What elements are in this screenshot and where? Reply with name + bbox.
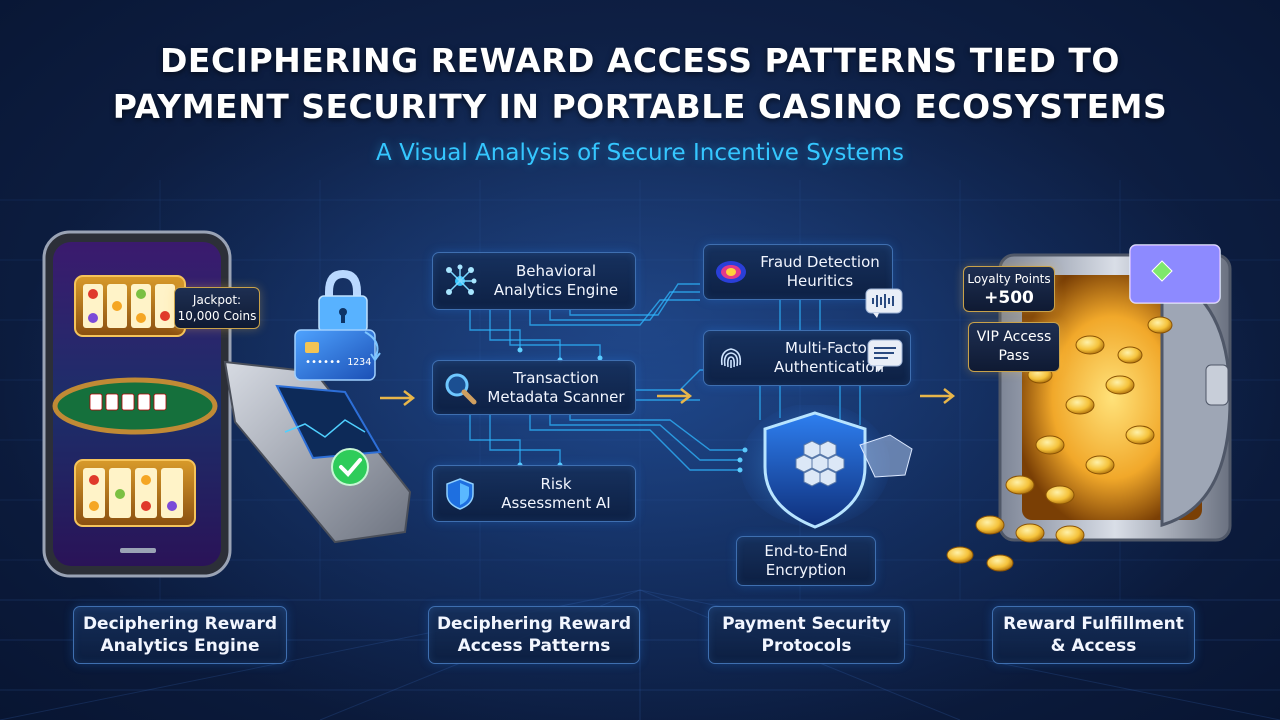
module-encryption: End-to-End Encryption [736,536,876,586]
stage-label-analytics: Deciphering Reward Analytics Engine [73,606,287,664]
payment-terminal-illustration [223,270,412,544]
module-fraud-detection: Fraud Detection Heuritics [703,244,893,300]
stage-label-payment-security: Payment Security Protocols [708,606,905,664]
module-label-line2: Analytics Engine [493,281,619,299]
loyalty-label: Loyalty Points [967,272,1051,286]
vip-label-line2: Pass [998,348,1030,364]
module-risk-assessment: Risk Assessment AI [432,465,636,522]
heatmap-icon [716,261,746,283]
module-label-line1: Multi-Factor [785,339,873,357]
security-shield-icon [740,405,913,529]
stage-label-access-patterns: Deciphering Reward Access Patterns [428,606,640,664]
arrow-right-icon [657,388,693,404]
stage-label-fulfillment: Reward Fulfillment & Access [992,606,1195,664]
module-transaction-scanner: Transaction Metadata Scanner [432,360,636,415]
jackpot-label: Jackpot: [192,293,242,307]
padlock-icon [318,270,368,333]
page-subtitle: A Visual Analysis of Secure Incentive Sy… [376,140,904,166]
shield-icon [446,477,474,510]
jackpot-amount: 10,000 Coins [177,309,257,323]
magnifier-icon [445,373,477,404]
module-label-line2: Heuritics [786,272,854,290]
card-number: •••••• 1234 [305,357,372,368]
page-title-line2: PAYMENT SECURITY IN PORTABLE CASINO ECOS… [112,87,1168,126]
module-label-line1: Behavioral [516,262,596,280]
stage-label-line2: Access Patterns [457,636,611,656]
network-icon [446,264,477,295]
module-label-line2: Encryption [765,561,847,579]
module-label-line2: Metadata Scanner [487,387,625,406]
chat-bubble-icon [867,339,903,372]
stage-label-line2: Analytics Engine [100,636,260,656]
vip-label-line1: VIP Access [976,329,1052,345]
module-label-line1: Fraud Detection [760,253,880,271]
module-label-line2: Authentication [773,358,885,376]
phone-illustration [42,230,232,578]
stage-label-line1: Payment Security [722,614,891,634]
module-label-line1: Risk [540,474,572,493]
module-label-line2: Assessment AI [501,493,611,512]
stage-label-line1: Deciphering Reward [82,614,278,634]
loyalty-amount: +500 [984,288,1034,308]
arrow-right-icon [380,390,416,406]
fingerprint-icon [720,348,742,368]
stage-label-line2: Protocols [761,636,852,656]
audio-wave-icon [865,288,903,318]
vault-illustration [946,244,1232,572]
stage-label-line1: Deciphering Reward [436,614,632,634]
module-label-line1: End-to-End [764,542,848,560]
arrow-right-icon [920,388,956,404]
stage-label-line1: Reward Fulfillment [1003,614,1184,634]
jackpot-badge: Jackpot: 10,000 Coins [174,287,260,329]
page-title-line1: DECIPHERING REWARD ACCESS PATTERNS TIED … [160,41,1120,80]
module-behavioral-analytics: Behavioral Analytics Engine [432,252,636,310]
vip-pass-badge: VIP Access Pass [968,322,1060,372]
stage-label-line2: & Access [1050,636,1137,656]
loyalty-points-badge: Loyalty Points +500 [963,266,1055,312]
module-label-line1: Transaction [513,368,599,387]
